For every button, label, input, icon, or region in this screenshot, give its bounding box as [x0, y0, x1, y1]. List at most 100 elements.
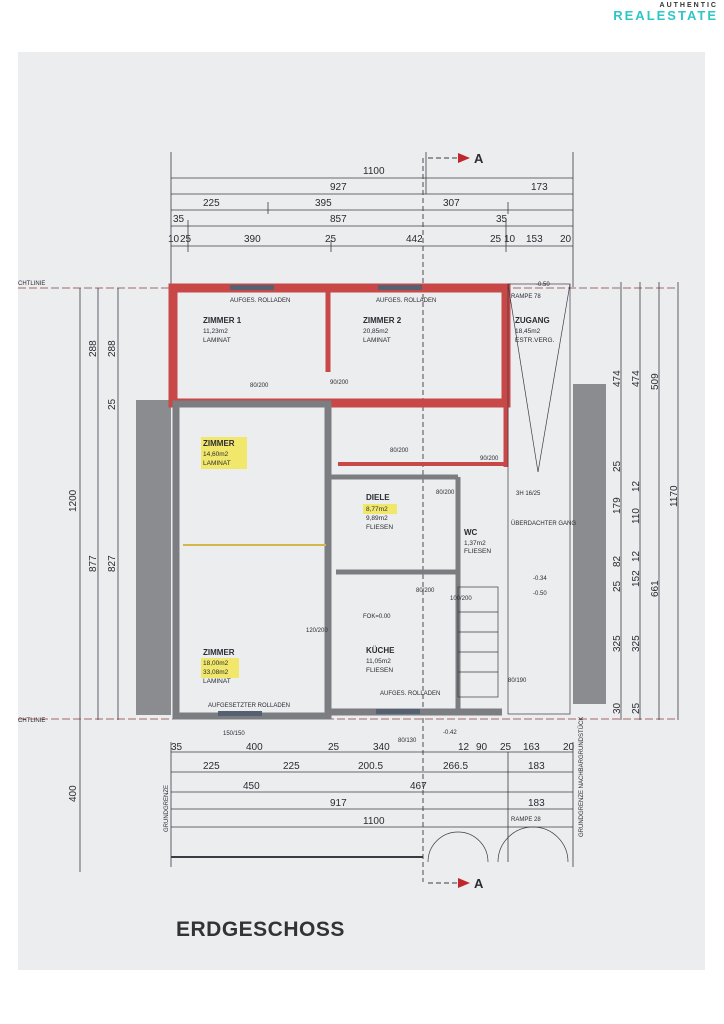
room-zugang-floor: ESTR.VERG.: [515, 337, 555, 344]
dim-right-179: 179: [612, 497, 623, 514]
highlight-zimmer: [201, 437, 247, 469]
dim-left-288a: 288: [88, 340, 99, 357]
dim-top-25c: 25: [490, 234, 502, 245]
dim-left-877: 877: [88, 555, 99, 572]
room-wc-area: 1,37m2: [464, 540, 486, 547]
brand-logo: AUTHENTIC REALESTATE: [613, 2, 718, 22]
dim-right-509: 509: [650, 373, 661, 390]
windows: [218, 285, 422, 716]
dim-top-total: 1100: [363, 166, 385, 177]
room-zimmer-name: ZIMMER: [203, 439, 235, 448]
dim-bot-183a: 183: [528, 761, 545, 772]
dim-right-152: 152: [631, 570, 642, 587]
dim-top-442: 442: [406, 234, 423, 245]
side-label-bottom: CHTLINIE: [18, 718, 45, 724]
note-level-top: -0.50: [536, 282, 550, 288]
side-label-top: CHTLINIE: [18, 281, 45, 287]
room-wc-name: WC: [464, 528, 478, 537]
dim-top-25b: 25: [325, 234, 337, 245]
room-zimmer-large-area: 18,00m2: [203, 660, 229, 667]
floor-plan-sheet: A A 1100 927 173 225 395 307 35 857 35 1…: [18, 52, 705, 970]
dim-right-325b: 325: [631, 635, 642, 652]
section-lines: [422, 157, 458, 884]
room-kueche-area: 11,05m2: [366, 658, 391, 665]
room-zimmer-large-name: ZIMMER: [203, 648, 235, 657]
dim-top-10b: 10: [504, 234, 516, 245]
highlight-diele: [363, 504, 397, 514]
door-tag-1: 80/200: [250, 383, 269, 389]
dim-right-474b: 474: [631, 370, 642, 387]
dim-bot-25b: 25: [500, 742, 512, 753]
dim-top-35b: 35: [496, 214, 508, 225]
dim-bot-183b: 183: [528, 798, 545, 809]
entrance-gates: [427, 826, 569, 863]
section-arrow-bottom: [458, 878, 470, 888]
section-arrow-top: [458, 153, 470, 163]
note-rollladen-2: AUFGES. ROLLADEN: [376, 298, 436, 304]
dim-left-288b: 288: [107, 340, 118, 357]
dim-top-395: 395: [315, 198, 332, 209]
room-zimmer-large-floor: LAMINAT: [203, 678, 231, 685]
dim-bot-35: 35: [171, 742, 183, 753]
dim-right-474a: 474: [612, 370, 623, 387]
dim-top-225: 225: [203, 198, 220, 209]
dim-left-827: 827: [107, 555, 118, 572]
note-level-mid2: -0.50: [533, 591, 547, 597]
dim-bot-467: 467: [410, 781, 427, 792]
dim-top-927: 927: [330, 182, 347, 193]
dim-bot-450: 450: [243, 781, 260, 792]
dim-bot-20: 20: [563, 742, 575, 753]
room-zimmer-area: 14,60m2: [203, 451, 229, 458]
note-grenze-left: GRUNDGRENZE: [164, 785, 170, 832]
dim-top-857: 857: [330, 214, 347, 225]
dim-top-35a: 35: [173, 214, 185, 225]
dim-top-153: 153: [526, 234, 543, 245]
dim-top-10a: 10: [168, 234, 180, 245]
room-diele-floor: FLIESEN: [366, 524, 393, 531]
dim-bot-163: 163: [523, 742, 540, 753]
dim-bot-25a: 25: [328, 742, 340, 753]
dim-left-1200: 1200: [68, 489, 79, 512]
dim-bot-400: 400: [246, 742, 263, 753]
bottom-dimension-lines: [170, 742, 574, 867]
room-zimmer1-floor: LAMINAT: [203, 337, 231, 344]
dim-top-20: 20: [560, 234, 572, 245]
room-zimmer2-name: ZIMMER 2: [363, 316, 402, 325]
note-covered: ÜBERDACHTER GANG: [511, 520, 576, 527]
dim-left-25: 25: [107, 398, 118, 410]
section-label-bottom: A: [474, 876, 484, 891]
note-grenze-right: GRUNDGRENZE NACHBARGRUNDSTÜCK: [578, 717, 585, 837]
room-zimmer-large-area2: 33,08m2: [203, 669, 229, 676]
door-tags: 80/200 90/200 80/200 90/200 80/200 120/2…: [223, 380, 527, 744]
room-wc-floor: FLIESEN: [464, 548, 491, 555]
dim-right-12b: 12: [631, 550, 642, 562]
note-fok: FOK=0.00: [363, 614, 391, 620]
door-tag-11: 80/130: [398, 738, 417, 744]
dim-right-82: 82: [612, 555, 623, 567]
door-tag-2: 90/200: [330, 380, 349, 386]
room-zimmer2-floor: LAMINAT: [363, 337, 391, 344]
dim-left-400: 400: [68, 785, 79, 802]
door-tag-7: 80/200: [416, 588, 435, 594]
room-diele-area2: 9,89m2: [366, 515, 388, 522]
dim-top-25a: 25: [180, 234, 192, 245]
top-dimension-lines: [170, 152, 574, 287]
room-kueche-name: KÜCHE: [366, 646, 395, 655]
dim-bot-200-5: 200.5: [358, 761, 383, 772]
plan-title: ERDGESCHOSS: [176, 918, 345, 941]
dim-right-12: 12: [631, 480, 642, 492]
room-zimmer1-name: ZIMMER 1: [203, 316, 242, 325]
dim-bot-90: 90: [476, 742, 488, 753]
right-dimension-lines: [620, 282, 679, 720]
note-rollladen-3: AUFGESETZTER ROLLADEN: [208, 703, 290, 709]
door-tag-8: 100/200: [450, 596, 472, 602]
dim-right-25: 25: [612, 460, 623, 472]
door-tag-10: 150/150: [223, 731, 245, 737]
covered-walkway: [457, 283, 571, 715]
room-zimmer1-area: 11,23m2: [203, 328, 228, 335]
dim-bot-225b: 225: [283, 761, 300, 772]
dim-right-325a: 325: [612, 635, 623, 652]
dim-top-390: 390: [244, 234, 261, 245]
note-stairs: 3H 16/25: [516, 491, 541, 497]
note-rollladen-1: AUFGES. ROLLADEN: [230, 298, 290, 304]
